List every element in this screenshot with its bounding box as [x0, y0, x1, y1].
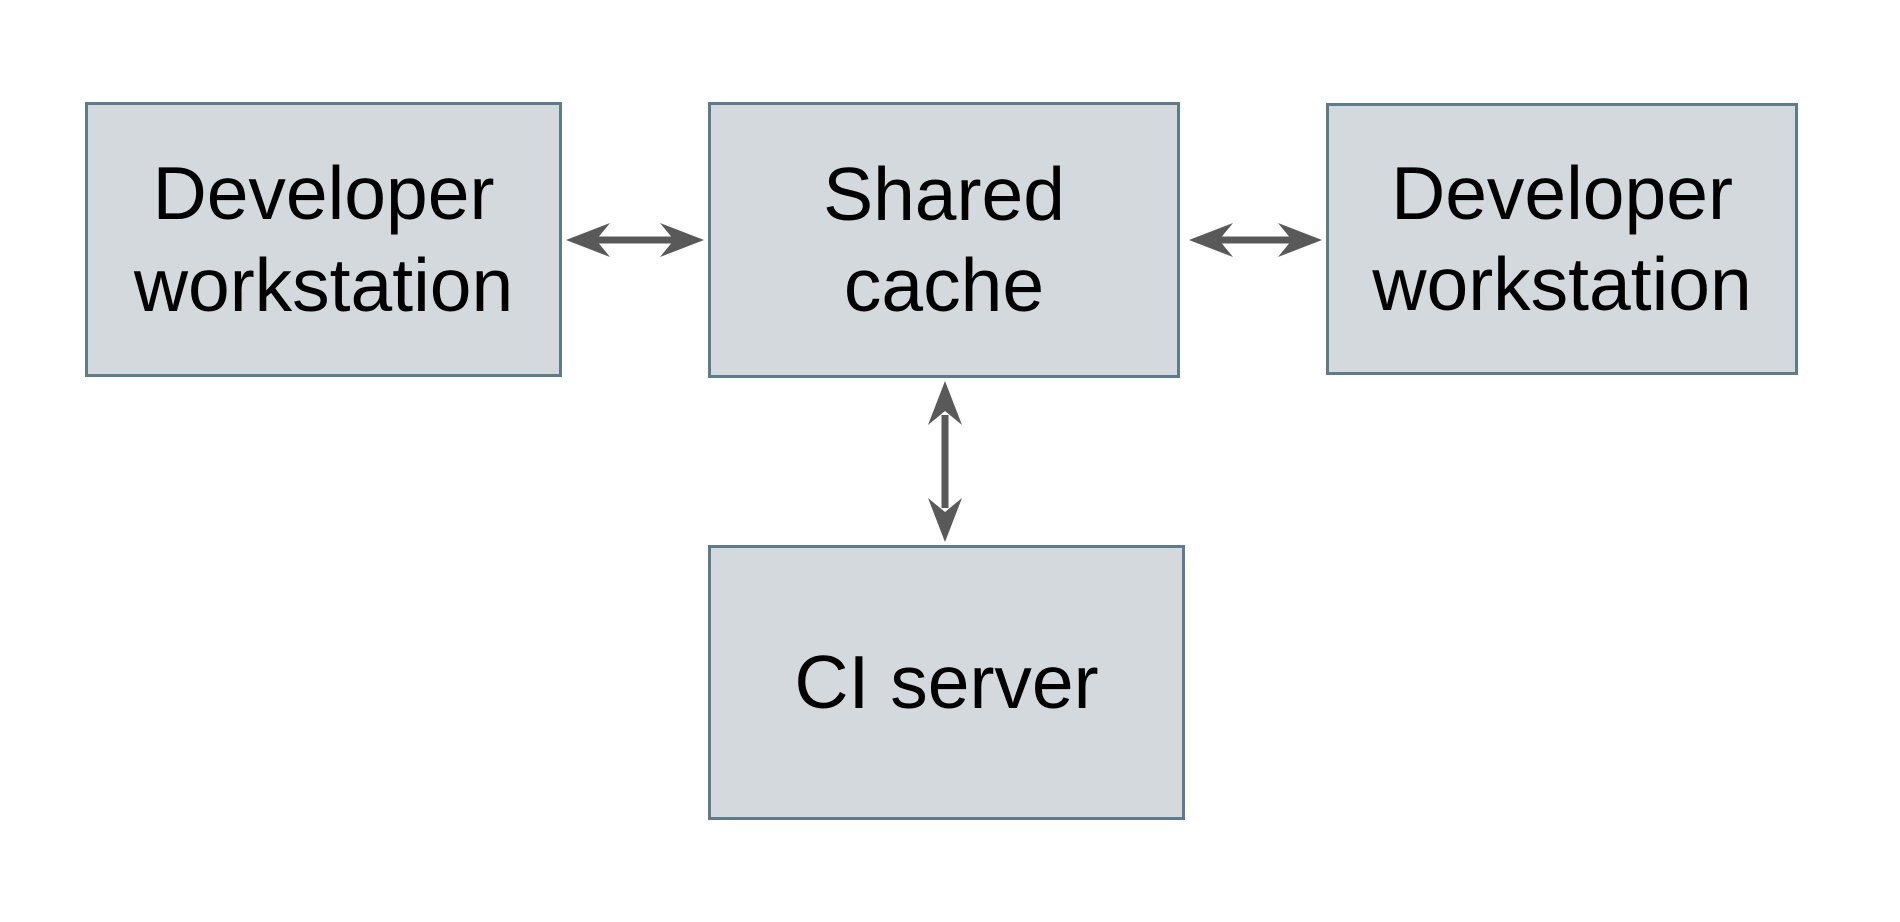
node-label-developer-workstation-left: Developer workstation [133, 151, 514, 327]
node-developer-workstation-left: Developer workstation [85, 102, 562, 377]
node-label-ci-server: CI server [794, 639, 1099, 724]
node-developer-workstation-right: Developer workstation [1326, 103, 1798, 375]
node-label-developer-workstation-right: Developer workstation [1372, 150, 1752, 327]
node-shared-cache: Shared cache [708, 102, 1180, 378]
bidirectional-arrow-left-workstation-cache [566, 223, 704, 257]
node-ci-server: CI server [708, 545, 1185, 820]
bidirectional-arrow-cache-right-workstation [1189, 223, 1322, 257]
bidirectional-arrow-cache-ci-server [928, 381, 962, 542]
node-label-shared-cache: Shared cache [823, 151, 1065, 328]
